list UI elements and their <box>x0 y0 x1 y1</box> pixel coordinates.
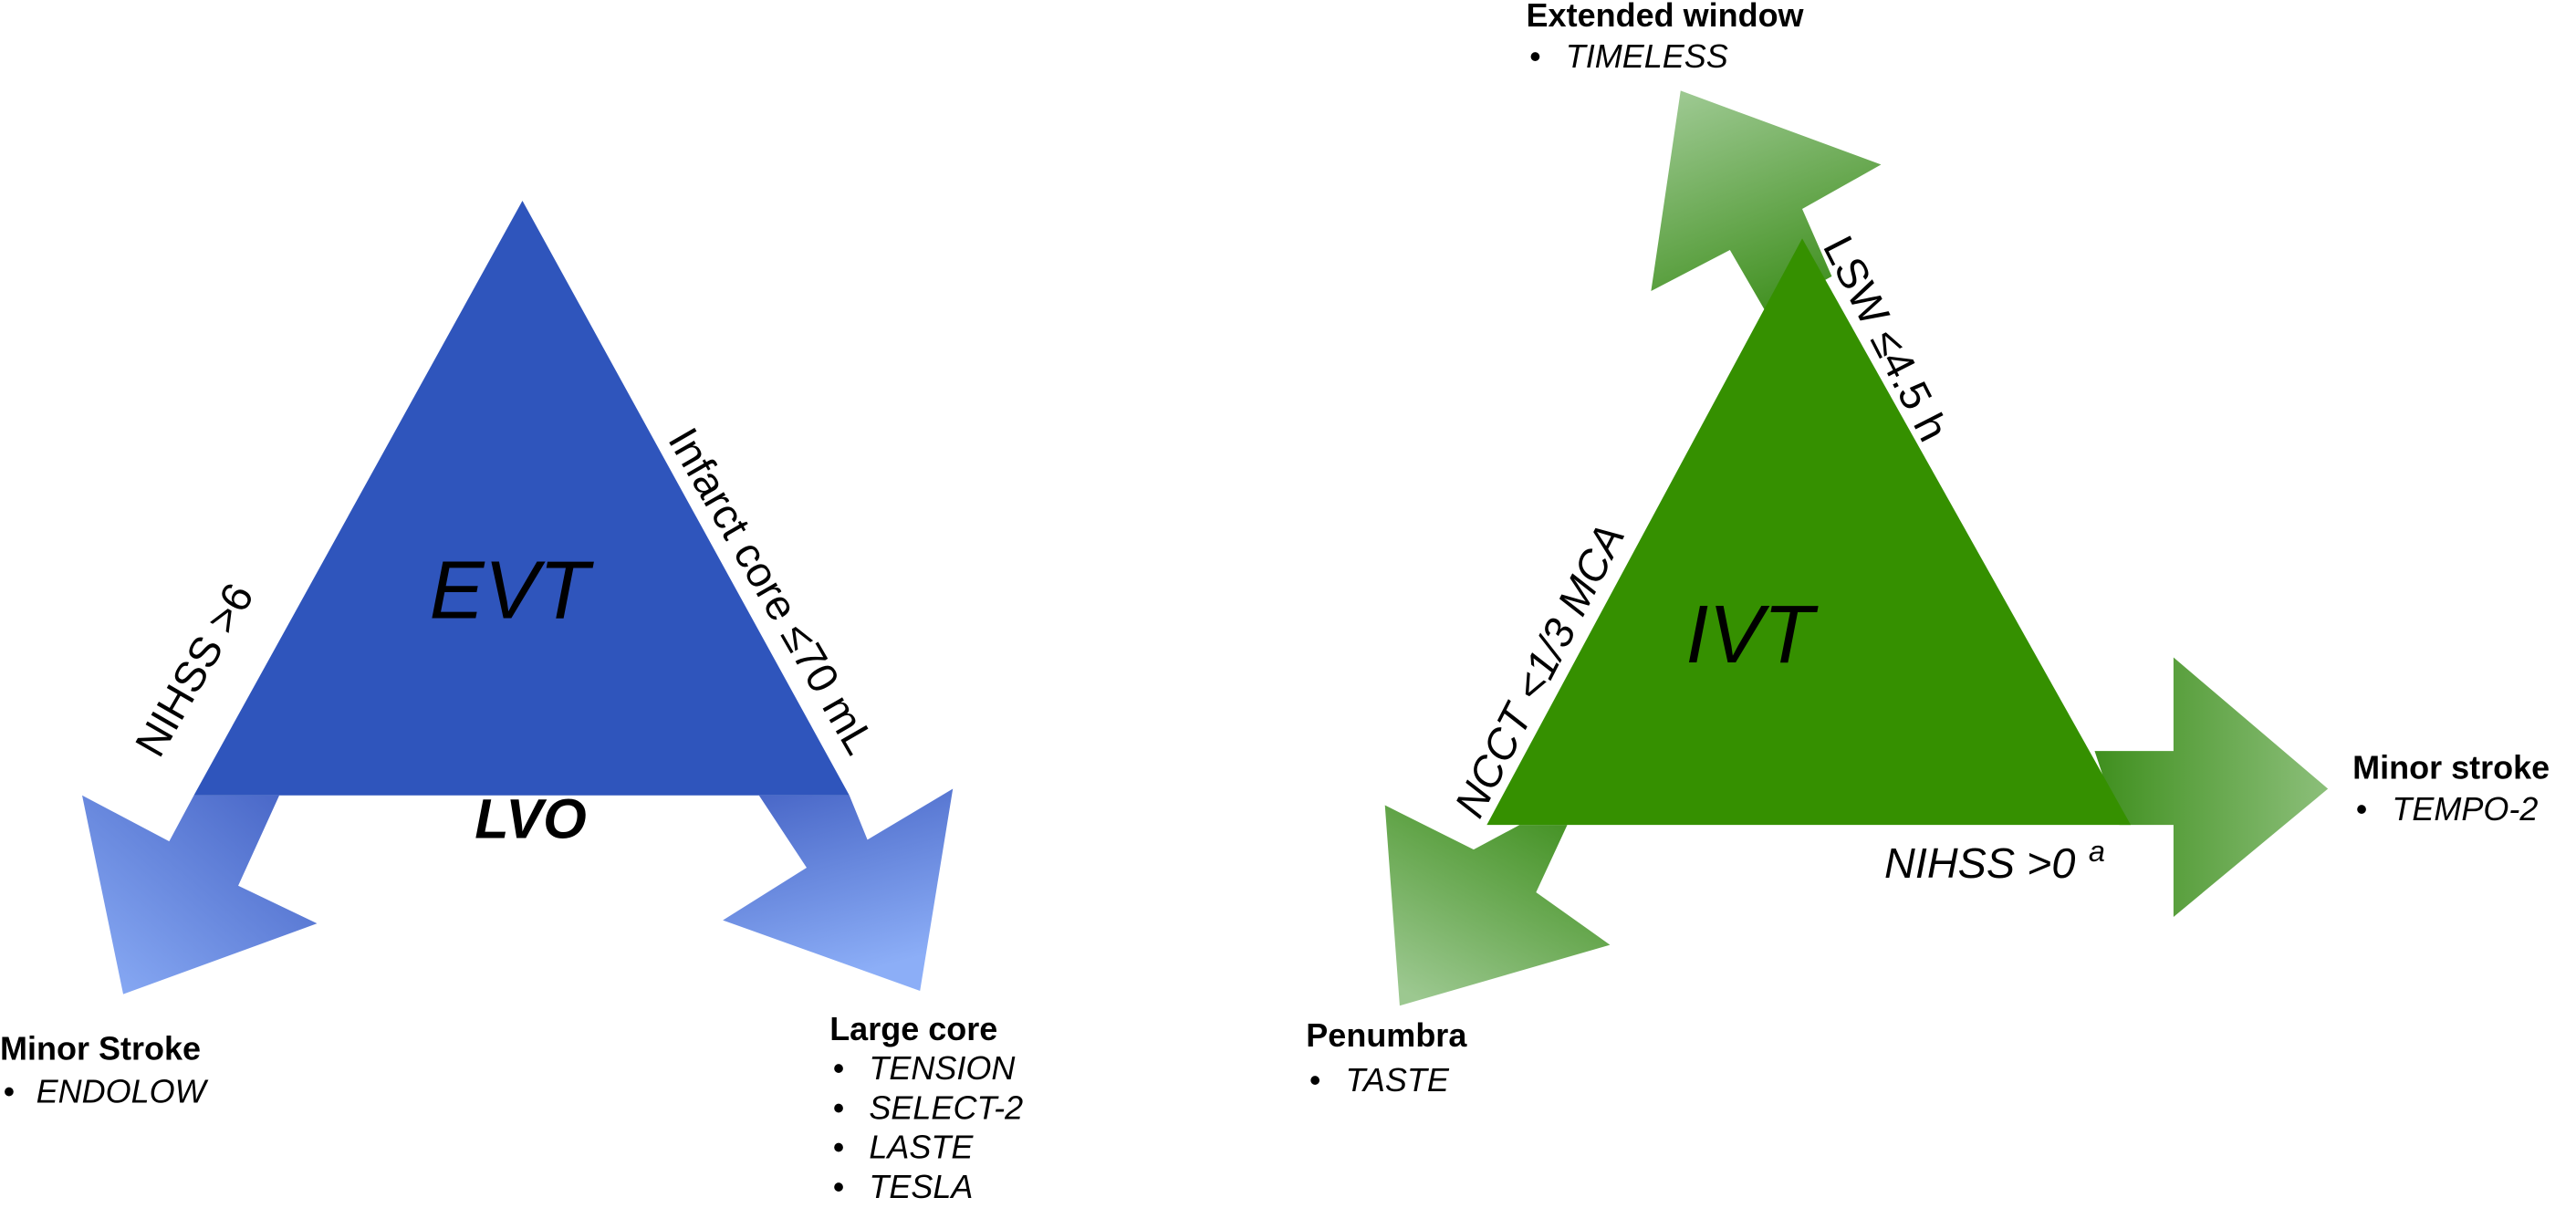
extended-window-heading: Extended window <box>1527 0 1805 34</box>
bullet: • <box>1529 37 1541 75</box>
arrow-minor-stroke <box>82 795 318 995</box>
evt-triangle <box>193 201 850 796</box>
evt-base-label: LVO <box>475 788 586 850</box>
bullet: • <box>833 1129 845 1166</box>
trial-select-2: SELECT-2 <box>869 1088 1023 1126</box>
bullet: • <box>1309 1061 1321 1099</box>
bullet: • <box>2356 790 2368 828</box>
ivt-title: IVT <box>1685 589 1819 681</box>
trial-laste: LASTE <box>869 1129 974 1166</box>
trial-tesla: TESLA <box>869 1168 973 1205</box>
penumbra-heading: Penumbra <box>1306 1016 1467 1054</box>
arrow-large-core <box>723 788 954 991</box>
evt-title: EVT <box>430 545 595 636</box>
bullet: • <box>833 1168 845 1205</box>
trial-taste: TASTE <box>1346 1061 1450 1099</box>
ivt-base-superscript: a <box>2089 835 2105 868</box>
bullet: • <box>833 1088 845 1126</box>
minor-stroke-heading: Minor Stroke <box>0 1030 201 1067</box>
evt-diagram: EVT NIHSS >6 Infarct core ≤70 mL LVO Min… <box>0 201 1023 1205</box>
bullet: • <box>4 1072 16 1109</box>
ivt-triangle <box>1486 238 2132 826</box>
trial-tempo-2: TEMPO-2 <box>2392 790 2538 828</box>
trial-tension: TENSION <box>869 1049 1016 1087</box>
large-core-heading: Large core <box>829 1010 997 1047</box>
ivt-base-label: NIHSS >0 a <box>1884 835 2105 887</box>
arrow-penumbra <box>1384 805 1611 1006</box>
ivt-base-text: NIHSS >0 <box>1884 839 2075 887</box>
arrow-minor-stroke-ivt <box>2094 657 2329 917</box>
arrow-extended-window <box>1651 90 1882 313</box>
bullet: • <box>833 1049 845 1087</box>
trial-timeless: TIMELESS <box>1566 37 1728 75</box>
trial-endolow: ENDOLOW <box>37 1072 209 1109</box>
minor-stroke-ivt-heading: Minor stroke <box>2352 749 2550 786</box>
